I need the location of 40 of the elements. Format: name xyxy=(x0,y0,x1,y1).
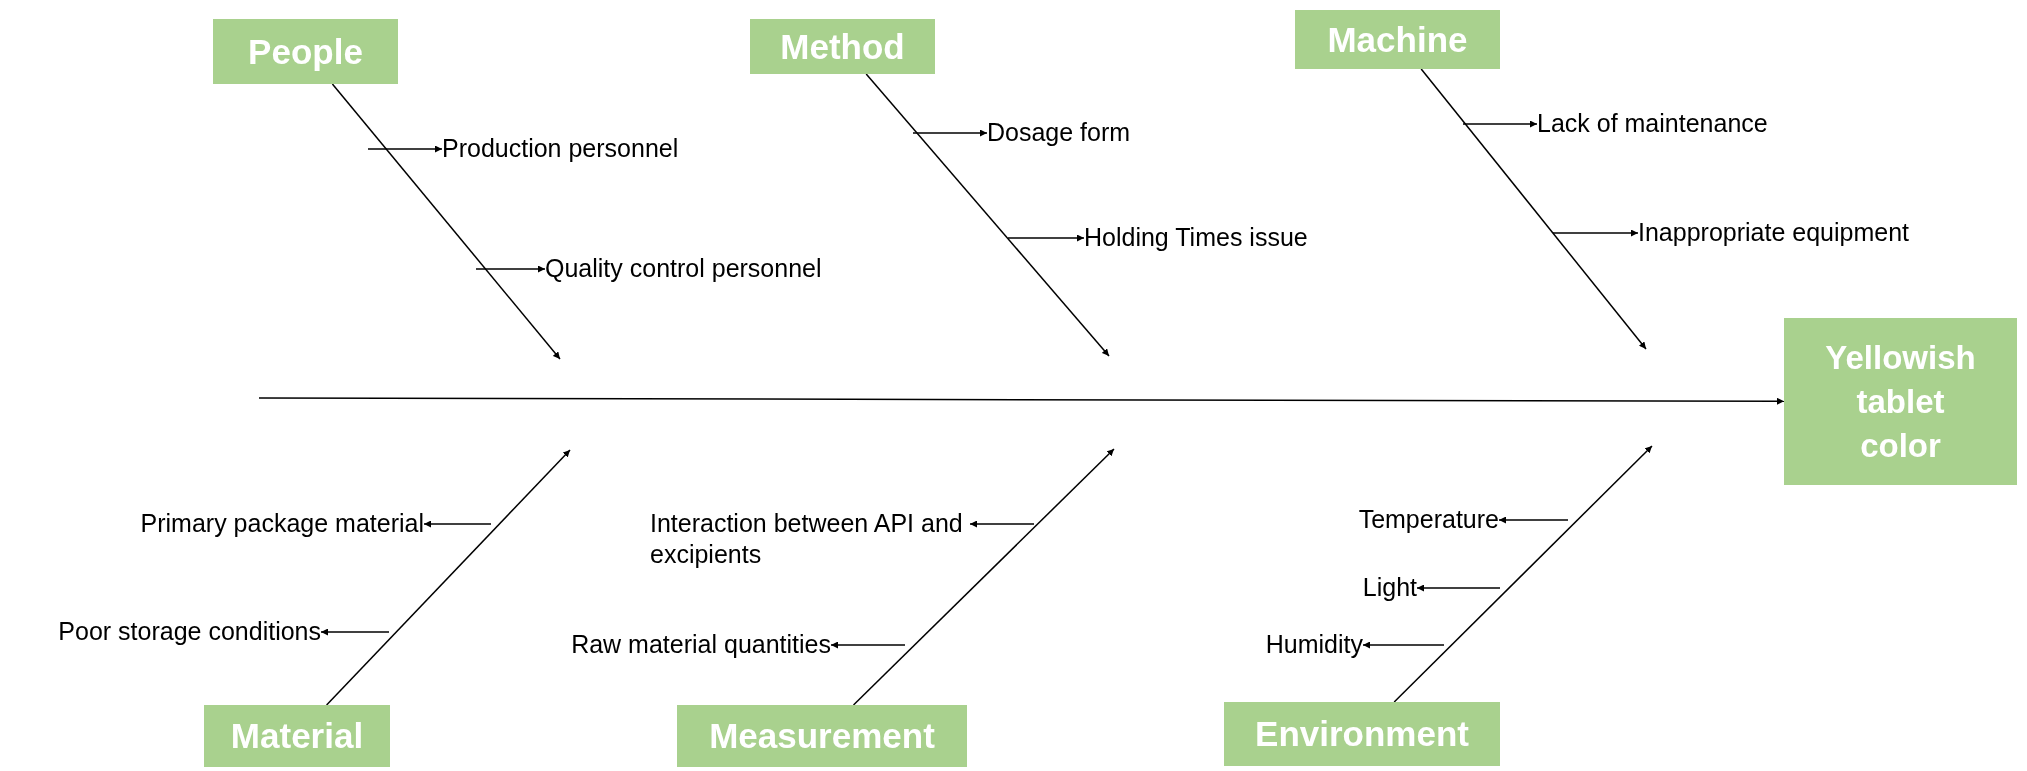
cause-label: Inappropriate equipment xyxy=(1638,217,1910,248)
arrow xyxy=(830,641,906,649)
arrow xyxy=(367,145,443,153)
cause-label: Lack of maintenance xyxy=(1537,108,1768,139)
category-box: Measurement xyxy=(677,705,967,767)
cause-label: Humidity xyxy=(1265,629,1363,660)
cause-label: Dosage form xyxy=(987,117,1131,148)
cause-label: Poor storage conditions xyxy=(58,616,321,647)
branch-arrow xyxy=(852,448,1115,706)
arrow xyxy=(475,265,546,273)
category-box: Material xyxy=(204,705,390,767)
cause-label: Light xyxy=(1362,572,1417,603)
spine-arrow xyxy=(258,397,1785,405)
cause-label: Holding Times issue xyxy=(1084,222,1308,253)
arrow xyxy=(1552,229,1639,237)
category-box: Environment xyxy=(1224,702,1500,766)
cause-label: Interaction between API and excipients xyxy=(650,508,970,570)
branch-arrow xyxy=(325,449,571,706)
category-box: Method xyxy=(750,19,935,74)
effect-box: Yellowish tablet color xyxy=(1784,318,2017,485)
cause-label: Primary package material xyxy=(140,508,424,539)
arrow xyxy=(1362,641,1445,649)
arrow xyxy=(912,129,988,137)
cause-label: Production personnel xyxy=(442,133,679,164)
branch-arrow xyxy=(1393,445,1653,703)
branch-arrow xyxy=(331,83,561,360)
arrow xyxy=(320,628,390,636)
branch-arrow xyxy=(865,73,1110,357)
cause-label: Quality control personnel xyxy=(545,253,822,284)
category-box: Machine xyxy=(1295,10,1500,69)
arrow xyxy=(1462,120,1538,128)
arrow xyxy=(969,520,1035,528)
arrow xyxy=(1007,234,1085,242)
arrow xyxy=(1498,516,1569,524)
branch-arrow xyxy=(1420,68,1647,350)
arrow xyxy=(1416,584,1501,592)
cause-label: Temperature xyxy=(1358,504,1499,535)
cause-label: Raw material quantities xyxy=(571,629,831,660)
arrow xyxy=(423,520,492,528)
category-box: People xyxy=(213,19,398,84)
